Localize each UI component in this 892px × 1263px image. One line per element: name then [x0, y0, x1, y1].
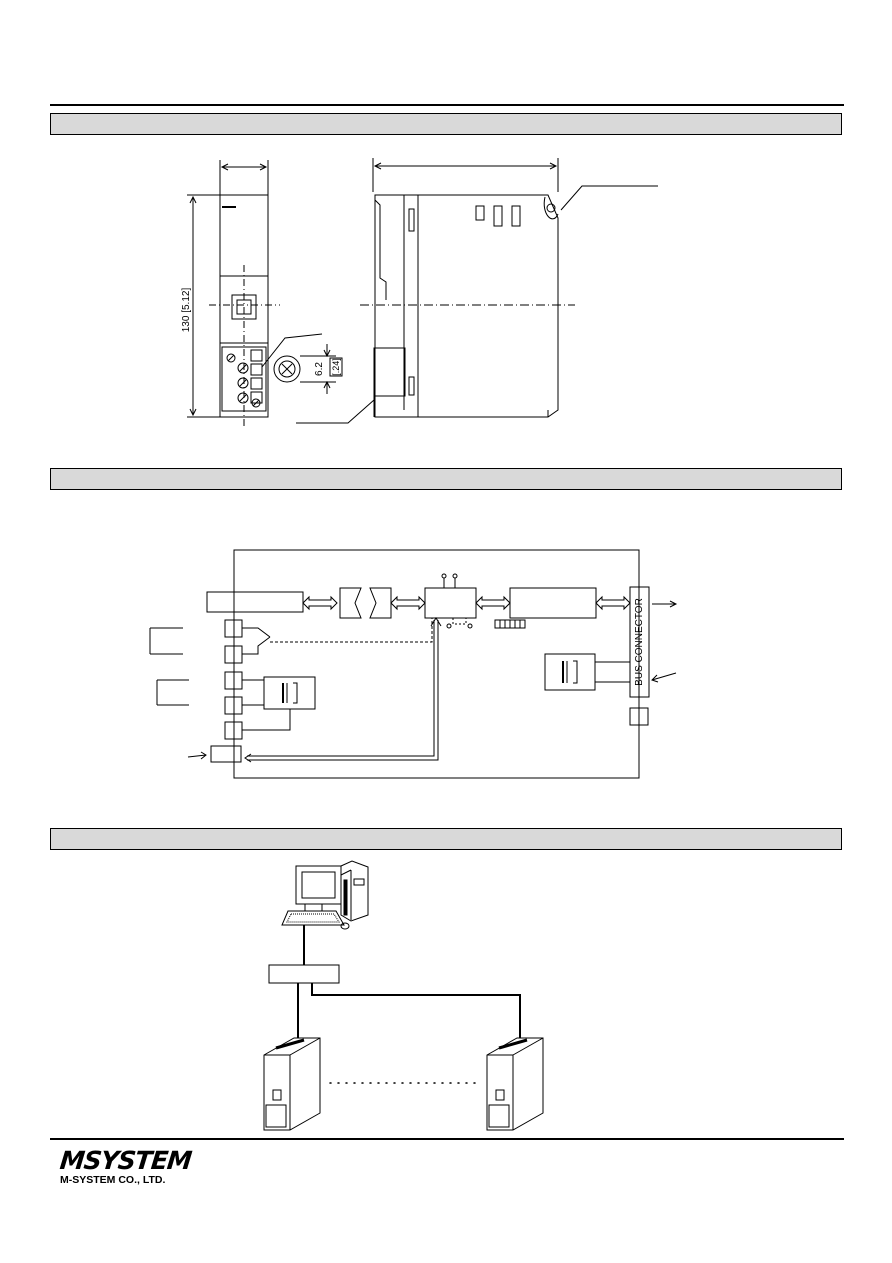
company-name: M-SYSTEM CO., LTD. [60, 1174, 166, 1186]
double-arrow [302, 595, 338, 611]
footer-rule [50, 1138, 844, 1140]
double-arrow [595, 595, 631, 611]
top-rule [50, 104, 844, 106]
double-arrow [390, 595, 426, 611]
section-bar-dimensions [50, 113, 842, 135]
logo-mark: MSYSTEM [58, 1146, 193, 1175]
module-icon [486, 1037, 544, 1131]
double-arrow [475, 595, 511, 611]
section-bar-system-configuration [50, 828, 842, 850]
height-dimension-label: 130 [5.12] [181, 288, 192, 333]
dimension-drawing: 130 [5.12] 6.2 [.24] [181, 158, 658, 427]
section-bar-block-diagram [50, 468, 842, 490]
block-diagram: BUS CONNECTOR [149, 549, 678, 779]
front-view [187, 160, 343, 427]
terminal-pitch-inch-label: [.24] [331, 358, 341, 376]
module-icon [263, 1037, 321, 1131]
terminal-pitch-label: 6.2 [314, 362, 325, 376]
system-configuration-drawing [263, 860, 544, 1131]
computer-icon [281, 860, 369, 930]
company-logo: MSYSTEM M-SYSTEM CO., LTD. [58, 1146, 193, 1187]
bus-connector-label: BUS CONNECTOR [634, 598, 645, 686]
side-view [296, 158, 658, 424]
